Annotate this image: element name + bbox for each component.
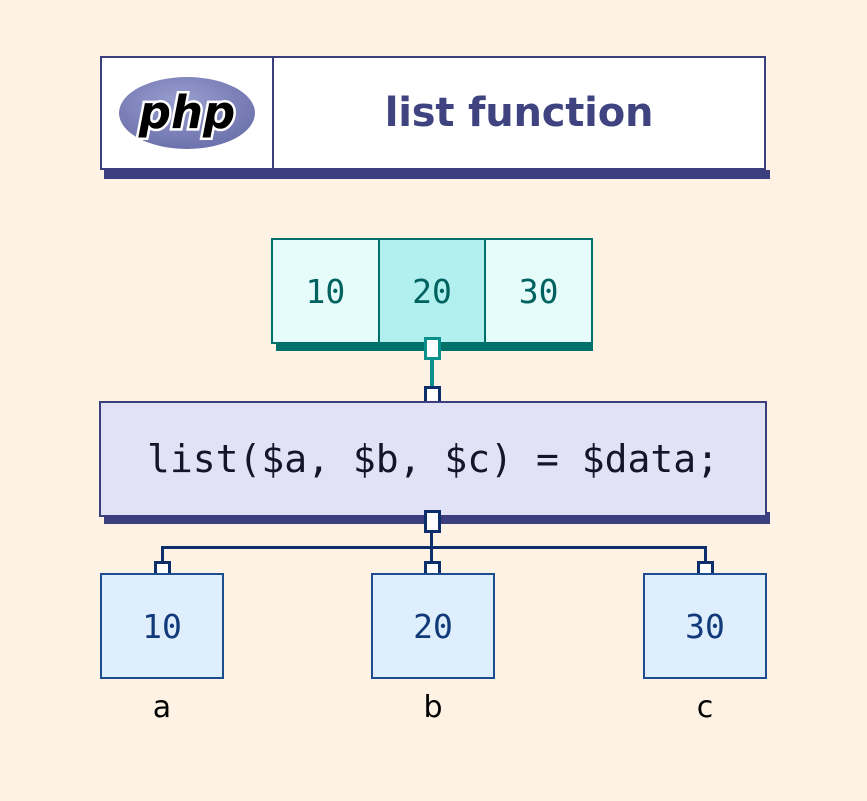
source-array-box: 10 20 30 — [271, 238, 594, 344]
code-statement-box: list($a, $b, $c) = $data; — [99, 401, 767, 517]
connector-trunk-line — [430, 530, 433, 570]
connector-square-array-bottom — [424, 337, 441, 360]
code-statement-text: list($a, $b, $c) = $data; — [147, 437, 719, 481]
variable-box-a: 10 — [100, 573, 224, 679]
variable-label-b: b — [423, 690, 443, 725]
svg-text:php: php — [138, 86, 235, 139]
variable-box-c: 30 — [643, 573, 767, 679]
header-shadow-bar — [104, 170, 770, 179]
page-title: list function — [384, 90, 654, 136]
variable-box-b: 20 — [371, 573, 495, 679]
array-cell-1: 20 — [377, 238, 487, 344]
connector-array-to-code-line — [430, 344, 434, 402]
array-cell-0: 10 — [271, 238, 380, 344]
connector-branch-right — [704, 546, 707, 570]
header-panel: php list function — [100, 56, 766, 170]
connector-horizontal-bar — [161, 546, 707, 549]
array-cell-2: 30 — [484, 238, 594, 344]
connector-branch-left — [161, 546, 164, 570]
variable-label-a: a — [152, 690, 172, 725]
header-title-cell: list function — [274, 58, 764, 168]
header-logo-cell: php — [102, 58, 274, 168]
variable-label-c: c — [696, 690, 714, 725]
php-logo-icon: php — [118, 76, 256, 150]
